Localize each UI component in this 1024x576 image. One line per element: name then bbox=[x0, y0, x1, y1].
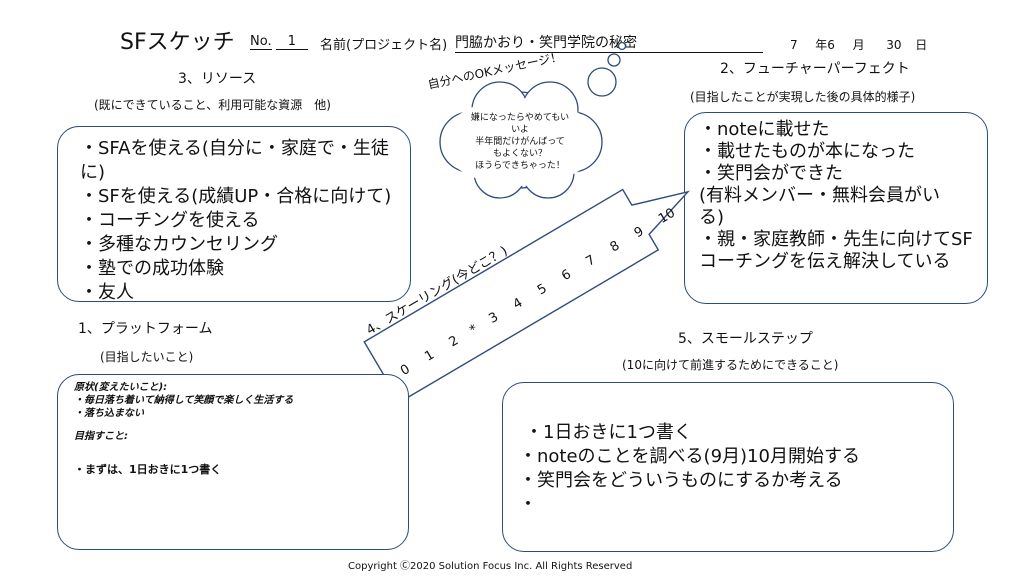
small-step-item: ・ bbox=[519, 494, 537, 515]
date-day-unit: 日 bbox=[915, 38, 928, 52]
number-label: No. bbox=[250, 34, 272, 50]
project-name-label: 名前(プロジェクト名) bbox=[320, 38, 448, 53]
ok-message-text: 嫌になったらやめてもい いよ 半年間だけがんばって もよくない？ ほうらできちゃ… bbox=[440, 112, 600, 172]
date-day: 30 bbox=[886, 38, 902, 52]
ok-message-line: 嫌になったらやめてもい bbox=[470, 113, 570, 123]
platform-line bbox=[74, 443, 408, 461]
date-year-unit: 年6 bbox=[815, 38, 835, 52]
ok-message-line: ほうらできちゃった！ bbox=[475, 161, 565, 171]
number-field: No. 1 bbox=[250, 34, 309, 50]
scaling-arrow-icon bbox=[363, 188, 690, 404]
sheet-title: SFスケッチ bbox=[120, 30, 235, 55]
small-step-item: ・noteのことを調べる(9月)10月開始する bbox=[519, 446, 860, 467]
platform-subheading: (目指したいこと) bbox=[100, 350, 194, 364]
ok-message-line: 半年間だけがんばって bbox=[475, 137, 565, 147]
ok-message-line: もよくない？ bbox=[492, 149, 547, 159]
platform-heading: 1、プラットフォーム bbox=[78, 321, 213, 337]
future-item: コーチングを伝え解決している bbox=[699, 251, 951, 272]
platform-line: ・毎日落ち着いて納得して笑顔で楽しく生活する bbox=[74, 395, 294, 406]
platform-line: ・落ち込まない bbox=[74, 408, 144, 419]
small-steps-subheading: (10に向けて前進するためにできること) bbox=[622, 358, 839, 372]
resources-box: ・SFAを使える(自分に・家庭で・生徒に) ・SFを使える(成績UP・合格に向け… bbox=[57, 126, 411, 303]
future-item: ・親・家庭教師・先生に向けてSF bbox=[699, 229, 973, 250]
future-box: ・noteに載せた ・載せたものが本になった ・笑門会ができた (有料メンバー・… bbox=[684, 112, 988, 304]
platform-line: 目指すこと: bbox=[74, 431, 128, 442]
number-value: 1 bbox=[275, 34, 309, 50]
future-subheading: (目指したことが実現した後の具体的様子) bbox=[690, 90, 916, 104]
date-field: 7 年6 月 30 日 bbox=[790, 36, 927, 53]
thought-bubble-small bbox=[617, 41, 627, 51]
small-steps-box: ・1日おきに1つ書く ・noteのことを調べる(9月)10月開始する ・笑門会を… bbox=[502, 382, 954, 552]
resources-heading: 3、リソース bbox=[178, 71, 257, 87]
date-month-unit: 月 bbox=[852, 38, 865, 52]
resource-item: ・塾での成功体験 bbox=[80, 258, 224, 279]
platform-goal: ・まずは、1日おきに1つ書く bbox=[74, 463, 222, 476]
resources-subheading: (既にできていること、利用可能な資源 他) bbox=[94, 98, 331, 112]
small-step-item: ・笑門会をどういうものにするか考える bbox=[519, 470, 843, 491]
resource-item: ・多種なカウンセリング bbox=[80, 234, 278, 255]
future-item: ・笑門会ができた bbox=[699, 163, 843, 184]
future-item: ・noteに載せた bbox=[699, 119, 830, 140]
future-item: ・載せたものが本になった bbox=[699, 141, 915, 162]
small-step-item: ・1日おきに1つ書く bbox=[525, 422, 692, 443]
thought-bubble-medium bbox=[607, 53, 621, 67]
resource-item: ・コーチングを使える bbox=[80, 210, 260, 231]
platform-line: 原状(変えたいこと): bbox=[74, 382, 168, 393]
project-name-value: 門脇かおり・笑門学院の秘密 bbox=[455, 32, 763, 53]
resource-item: ・SFを使える(成績UP・合格に向けて) bbox=[80, 186, 392, 207]
platform-line bbox=[74, 420, 408, 430]
future-item: る) bbox=[699, 207, 725, 228]
platform-box: 原状(変えたいこと): ・毎日落ち着いて納得して笑顔で楽しく生活する ・落ち込ま… bbox=[57, 374, 409, 550]
copyright-notice: Copyright Ⓒ2020 Solution Focus Inc. All … bbox=[348, 561, 633, 572]
resource-item: ・友人 bbox=[80, 282, 134, 303]
future-item: (有料メンバー・無料会員がい bbox=[699, 185, 941, 206]
date-year: 7 bbox=[790, 38, 798, 52]
ok-message-line: いよ bbox=[511, 125, 529, 135]
resource-item: ・SFAを使える(自分に・家庭で・生徒に) bbox=[80, 138, 389, 183]
future-heading: 2、フューチャーパーフェクト bbox=[720, 61, 910, 77]
thought-bubble-large bbox=[587, 67, 617, 97]
small-steps-heading: 5、スモールステップ bbox=[678, 331, 813, 347]
